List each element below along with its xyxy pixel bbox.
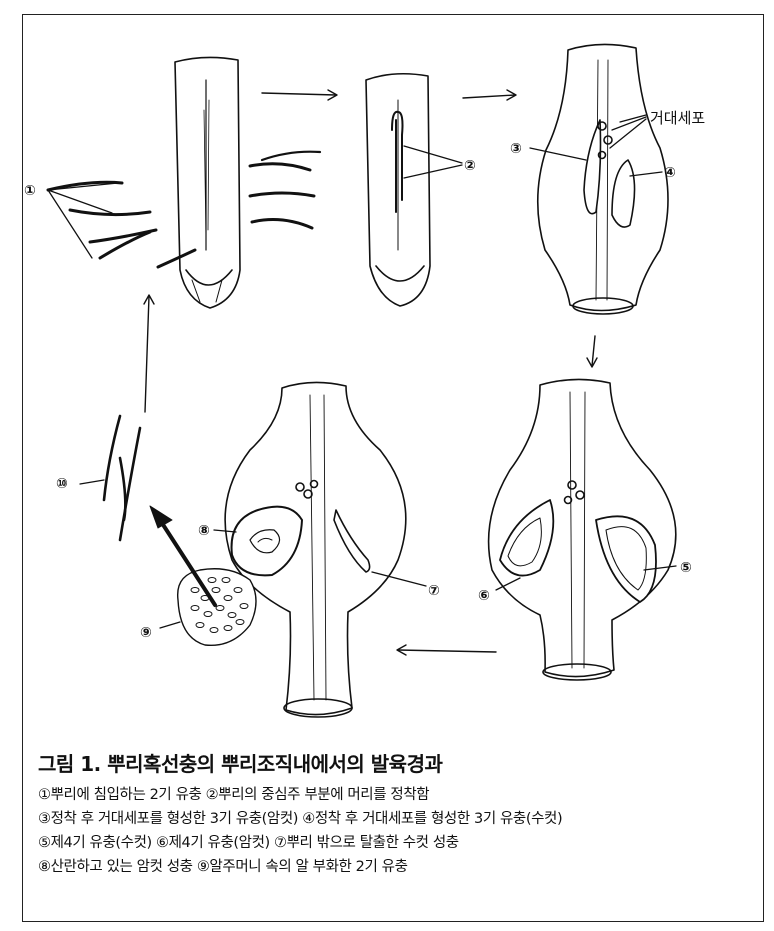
arrow-3-to-5 (587, 336, 597, 367)
label-5: ⑤ (680, 560, 692, 576)
giant-cell-label: 거대세포 (650, 109, 705, 127)
caption-title: 그림 1. 뿌리혹선충의 뿌리조직내에서의 발육경과 (38, 748, 758, 777)
arrow-to-stage-7-8 (397, 645, 496, 655)
label-2: ② (464, 158, 476, 174)
label-4: ④ (664, 165, 676, 181)
label-9: ⑨ (140, 625, 152, 641)
label-3: ③ (510, 141, 522, 157)
root-tip-stage-1 (175, 57, 240, 308)
figure-caption: 그림 1. 뿌리혹선충의 뿌리조직내에서의 발육경과 ①뿌리에 침입하는 2기 … (38, 748, 758, 879)
hatched-larvae (80, 416, 140, 540)
label-10: ⑩ (56, 476, 68, 492)
caption-line: ①뿌리에 침입하는 2기 유충 ②뿌리의 중심주 부분에 머리를 정착함 (38, 783, 758, 807)
arrow-cycle-up (144, 295, 154, 412)
caption-line: ⑧산란하고 있는 암컷 성충 ⑨알주머니 속의 알 부화한 2기 유충 (38, 855, 758, 879)
label-6: ⑥ (478, 588, 490, 604)
nematode-life-cycle-diagram: 거대세포 ① ② ③ ④ ⑤ ⑥ ⑦ ⑧ ⑨ ⑩ (0, 0, 774, 740)
label-1: ① (24, 183, 36, 199)
label-1-pointers (48, 183, 118, 258)
caption-line: ③정착 후 거대세포를 형성한 3기 유충(암컷) ④정착 후 거대세포를 형성… (38, 807, 758, 831)
root-stage-2 (366, 74, 462, 306)
root-stage-3 (530, 44, 668, 314)
label-8: ⑧ (198, 523, 210, 539)
arrow-2-to-3 (463, 90, 516, 100)
root-stage-7-8 (214, 382, 426, 717)
caption-line: ⑤제4기 유충(수컷) ⑥제4기 유충(암컷) ⑦뿌리 밖으로 탈출한 수컷 성… (38, 831, 758, 855)
arrow-1-to-2 (262, 90, 337, 100)
root-stage-5-6 (489, 379, 676, 680)
label-7: ⑦ (428, 583, 440, 599)
egg-mass (160, 569, 256, 646)
